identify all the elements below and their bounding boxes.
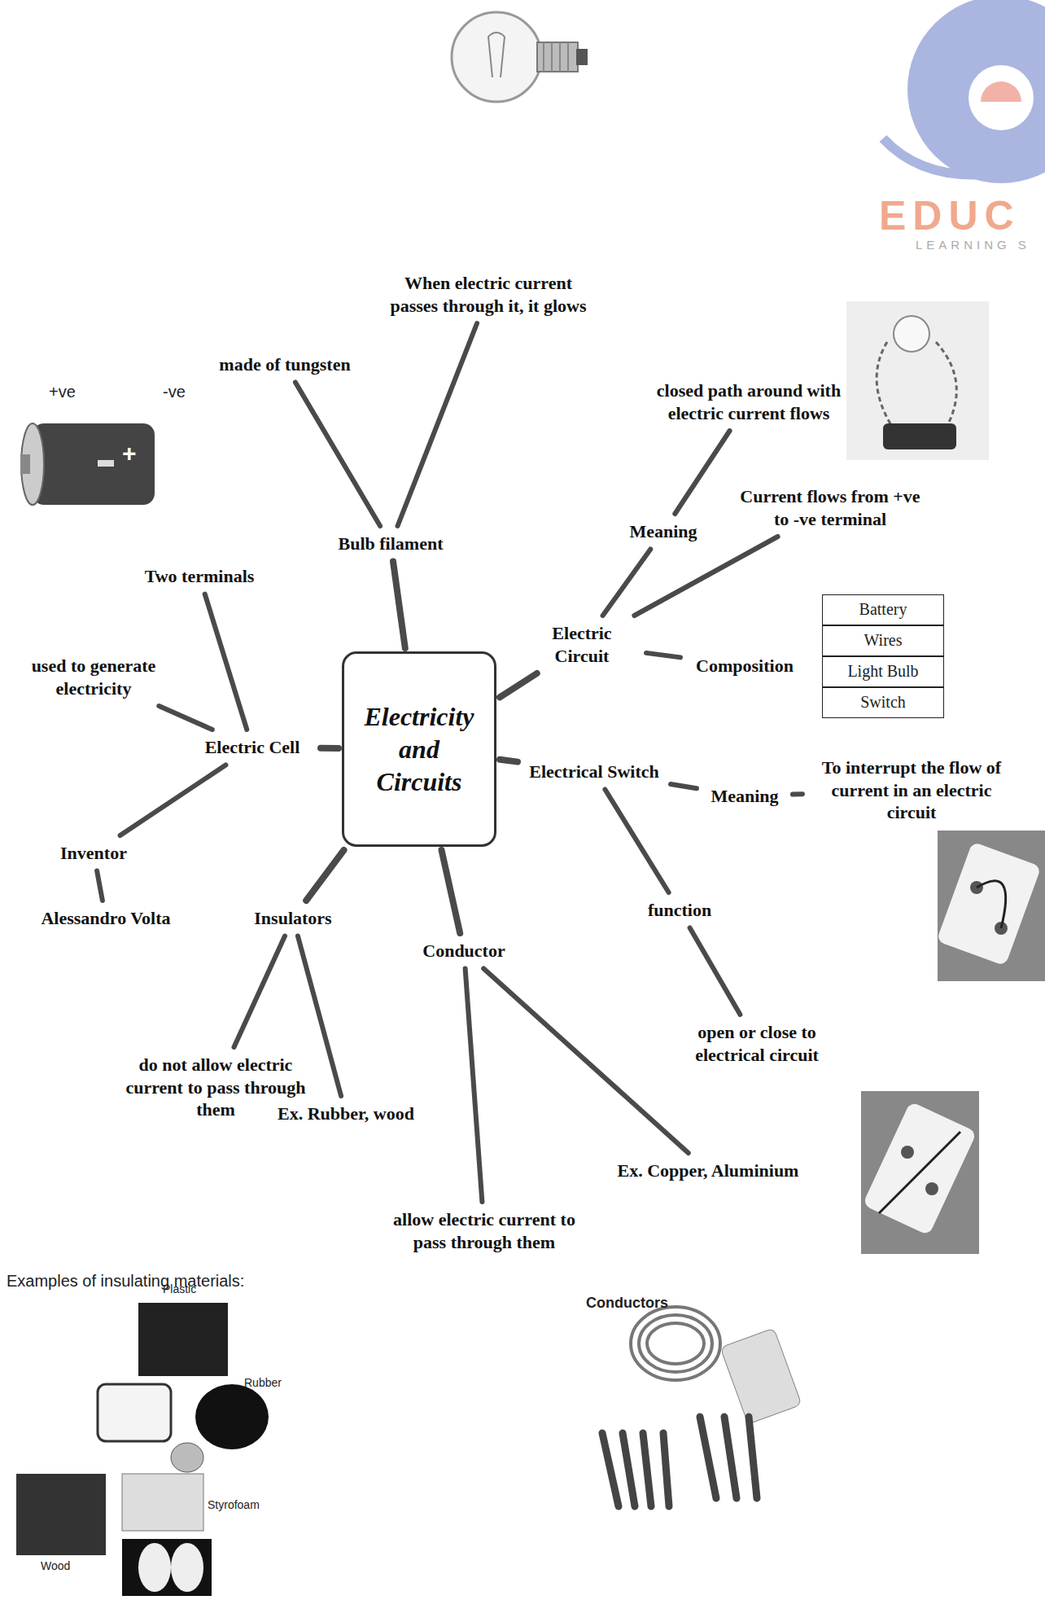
topic-node: Two terminals (130, 561, 269, 591)
topic-text: Electric Cell (192, 735, 313, 759)
topic-text: To interrupt the flow of current in an e… (810, 756, 1013, 824)
topic-node: Ex. Rubber, wood (260, 1098, 432, 1129)
circuit-picture (846, 301, 989, 460)
topic-node: used to generate electricity (16, 651, 171, 703)
picture-label: Plastic (162, 1281, 197, 1295)
topic-node: Inventor (48, 838, 139, 868)
conductor-pictures (602, 1306, 802, 1506)
branch-line (465, 968, 483, 1203)
topic-text: Ex. Copper, Aluminium (607, 1158, 809, 1182)
topic-node: open or close to electrical circuit (667, 1017, 847, 1069)
topic-node: closed path around with electric current… (651, 376, 847, 428)
branch-line (441, 849, 461, 933)
branch-line (690, 927, 741, 1015)
topic-text: Meaning (623, 520, 704, 543)
topic-node: Meaning (618, 516, 709, 547)
branch-line (499, 759, 518, 762)
topic-node: Electric Circuit (520, 618, 643, 670)
branch-line (670, 783, 697, 788)
topic-text: Insulators (240, 906, 346, 930)
topic-node: made of tungsten (203, 349, 367, 380)
topic-node: Alessandro Volta (24, 903, 188, 933)
branch-line (674, 430, 730, 514)
branch-line (205, 594, 248, 731)
insulator-pictures (16, 1302, 269, 1596)
topic-text: Bulb filament (330, 532, 451, 556)
watermark: EDUC (878, 192, 1021, 240)
table-cell: Switch (822, 686, 945, 718)
topic-text: Alessandro Volta (29, 906, 183, 930)
topic-node: Insulators (236, 903, 350, 933)
branch-line (297, 935, 342, 1097)
branch-line (158, 705, 212, 730)
topic-text: Electricity and Circuits (357, 699, 481, 798)
branch-line (792, 791, 803, 796)
picture-label: +ve (48, 382, 76, 402)
picture-label: Wood (40, 1558, 70, 1572)
topic-text: closed path around with electric current… (655, 379, 842, 425)
switch-picture (935, 830, 1045, 981)
topic-text: Current flows from +ve to -ve terminal (737, 485, 923, 530)
topic-node: allow electric current to pass through t… (382, 1204, 586, 1256)
logo (883, 0, 1045, 184)
topic-node: When electric current passes through it,… (382, 268, 595, 320)
topic-text: Two terminals (135, 564, 264, 588)
picture-label: Examples of insulating materials: (6, 1271, 245, 1290)
topic-text: Electric Circuit (525, 621, 639, 667)
branch-line (483, 968, 689, 1154)
picture-label: Rubber (244, 1375, 282, 1389)
topic-text: Conductor (411, 939, 516, 962)
switch-picture (861, 1090, 980, 1254)
table-cell: Battery (822, 594, 945, 626)
topic-text: Inventor (53, 841, 134, 865)
topic-text: Ex. Rubber, wood (265, 1101, 427, 1125)
topic-node: Electrical Switch (520, 756, 668, 787)
branch-line (499, 673, 538, 697)
branch-line (603, 549, 652, 617)
topic-text: When electric current passes through it,… (387, 271, 590, 317)
branch-line (633, 536, 778, 616)
branch-line (306, 849, 344, 901)
table-cell: Light Bulb (822, 655, 945, 687)
battery-picture (20, 423, 155, 505)
topic-node: function (634, 895, 725, 925)
branch-line (96, 870, 103, 901)
picture-label: Styrofoam (207, 1497, 260, 1511)
bulb-picture (451, 12, 588, 102)
topic-node: Electric Cell (187, 732, 318, 762)
picture-label: -ve (162, 382, 186, 402)
topic-text: Composition (688, 654, 801, 678)
topic-text: Meaning (704, 784, 785, 808)
topic-text: function (639, 898, 720, 922)
topic-node: To interrupt the flow of current in an e… (805, 752, 1018, 827)
topic-text: allow electric current to pass through t… (387, 1207, 582, 1253)
topic-text: Electrical Switch (525, 760, 663, 783)
picture-label: Conductors (585, 1294, 669, 1312)
topic-node: Conductor (406, 935, 521, 966)
topic-text: open or close to electrical circuit (672, 1020, 842, 1066)
topic-text: made of tungsten (208, 353, 362, 377)
branch-line (295, 382, 381, 527)
topic-node: Current flows from +ve to -ve terminal (732, 481, 928, 534)
branch-line (320, 744, 339, 752)
topic-text: used to generate electricity (21, 654, 167, 700)
table-cell: Wires (822, 625, 945, 656)
central-topic: Electricity and Circuits (341, 651, 497, 847)
branch-line (604, 789, 669, 893)
picture-label: + (122, 439, 137, 468)
topic-node: Bulb filament (325, 529, 456, 559)
watermark: LEARNING S (915, 237, 1031, 252)
branch-line (393, 561, 406, 649)
topic-node: Meaning (699, 781, 790, 811)
topic-node: Composition (683, 651, 806, 681)
branch-line (234, 935, 286, 1048)
branch-line (397, 323, 478, 526)
topic-node: Ex. Copper, Aluminium (602, 1155, 814, 1185)
branch-line (120, 765, 227, 836)
branch-line (646, 652, 681, 658)
